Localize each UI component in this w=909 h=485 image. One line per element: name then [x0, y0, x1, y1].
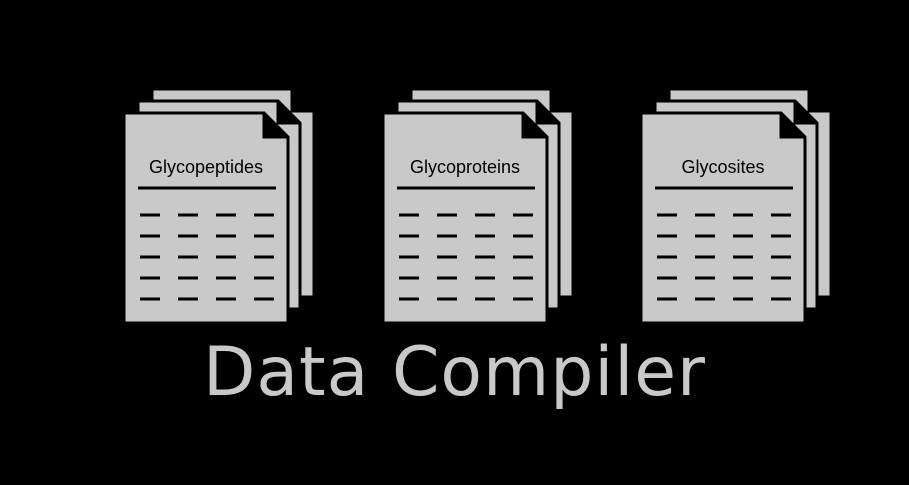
document-stack-glycoproteins: Glycoproteins	[383, 85, 583, 325]
document-stack-icon	[383, 87, 575, 325]
document-label: Glycoproteins	[409, 157, 521, 177]
diagram-title: Data Compiler	[202, 333, 707, 412]
table-rows	[657, 213, 791, 301]
document-label: Glycosites	[681, 157, 765, 177]
document-stack-icon	[124, 87, 316, 325]
document-stack-glycopeptides: Glycopeptides	[124, 85, 324, 325]
document-label: Glycopeptides	[148, 157, 264, 177]
document-stack-icon	[641, 87, 833, 325]
document-stack-glycosites: Glycosites	[641, 85, 841, 325]
table-rows	[399, 213, 533, 301]
table-rows	[140, 213, 274, 301]
